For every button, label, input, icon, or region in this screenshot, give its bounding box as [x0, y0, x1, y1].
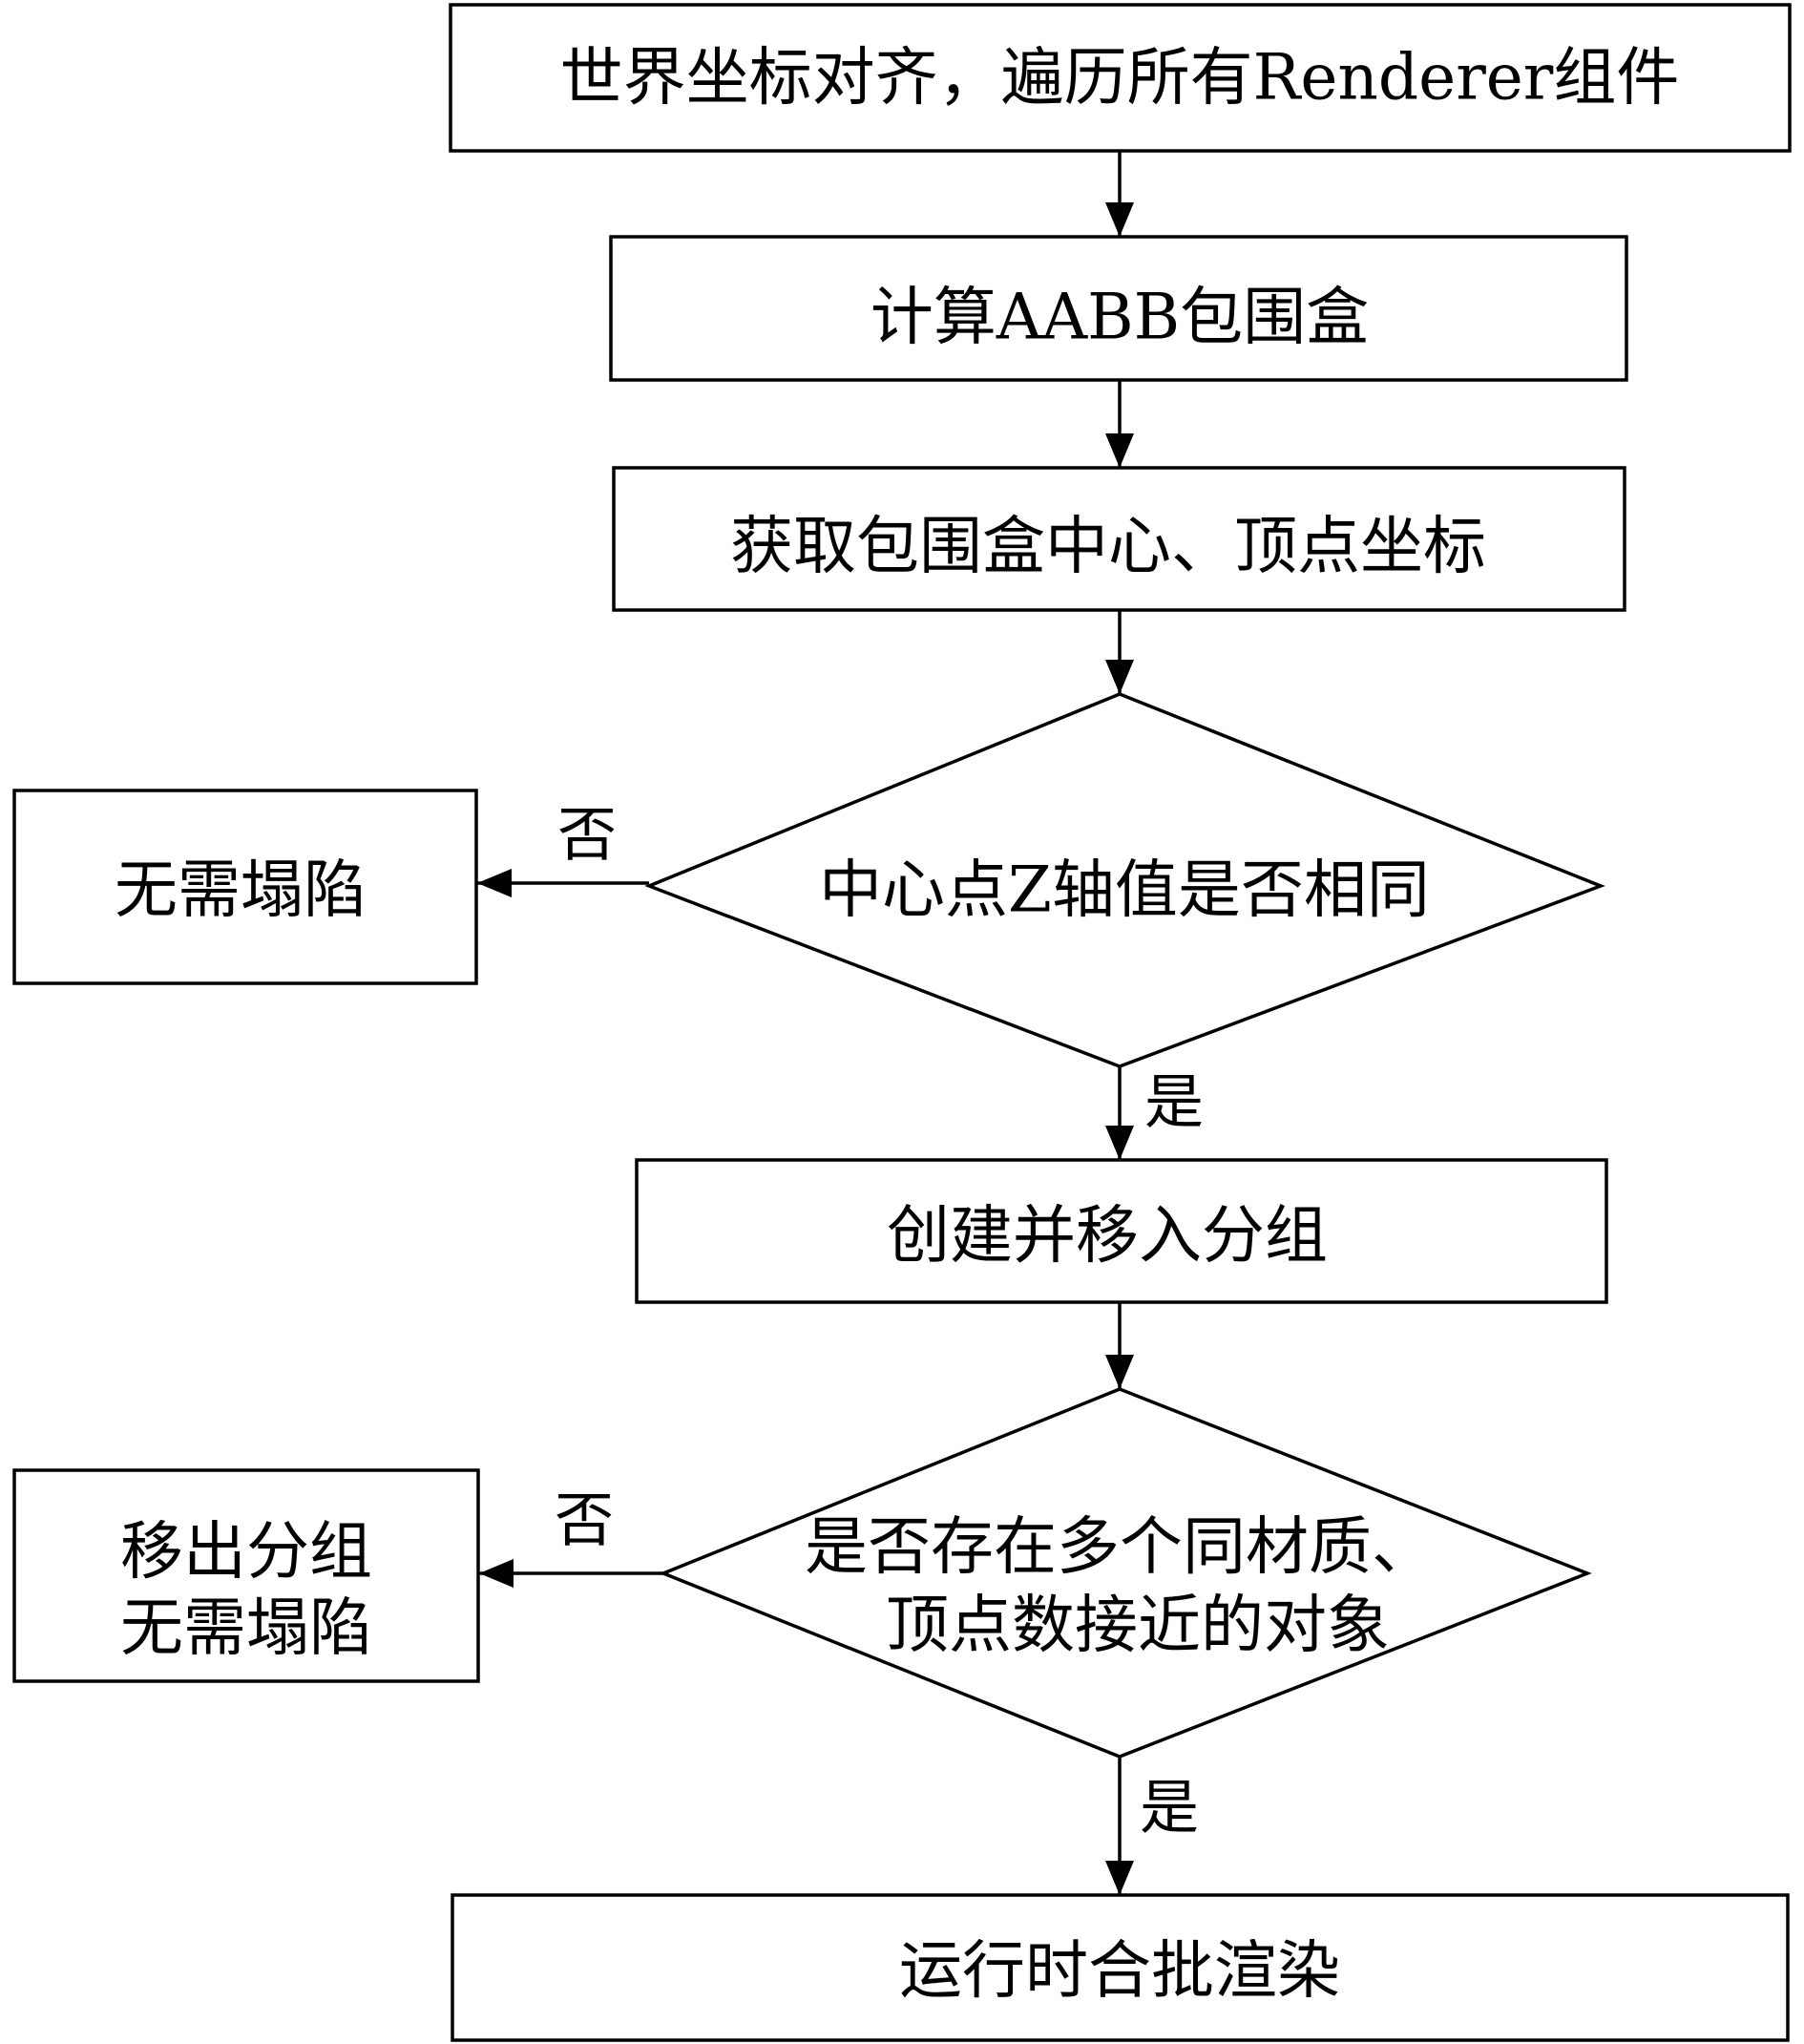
step4-label: 创建并移入分组 [887, 1199, 1328, 1273]
arrowhead-decision1-no [477, 869, 512, 897]
no-collapse-box-1: 无需塌陷 [12, 789, 478, 985]
arrowhead-decision1-yes [1105, 1126, 1134, 1160]
step3-label: 获取包围盒中心、顶点坐标 [730, 510, 1486, 583]
decision1-no-label: 否 [557, 800, 617, 870]
step2-label: 计算AABB包围盒 [871, 281, 1369, 354]
step1-label: 世界坐标对齐，遍历所有Renderer组件 [560, 41, 1680, 115]
no-collapse-2-label-line2: 无需塌陷 [120, 1591, 372, 1665]
step2-box: 计算AABB包围盒 [609, 235, 1628, 382]
arrowhead-step2-step3 [1105, 433, 1134, 468]
step5-box: 运行时合批渲染 [451, 1893, 1790, 2042]
decision1-diamond: 中心点Z轴值是否相同 [644, 692, 1605, 1068]
no-collapse-box-2: 移出分组 无需塌陷 [12, 1468, 480, 1683]
decision2-label-line2: 顶点数接近的对象 [886, 1589, 1390, 1662]
step1-box: 世界坐标对齐，遍历所有Renderer组件 [449, 3, 1792, 153]
arrowhead-decision2-yes [1105, 1861, 1134, 1895]
decision1-yes-label: 是 [1144, 1067, 1204, 1137]
step4-box: 创建并移入分组 [635, 1158, 1608, 1304]
arrowhead-step1-step2 [1105, 202, 1134, 237]
decision2-yes-label: 是 [1140, 1773, 1199, 1843]
no-collapse-1-label: 无需塌陷 [115, 853, 367, 927]
arrowhead-decision2-no [479, 1559, 514, 1588]
decision2-label-line1: 是否存在多个同材质、 [805, 1510, 1435, 1584]
step3-box: 获取包围盒中心、顶点坐标 [612, 466, 1626, 612]
decision1-label: 中心点Z轴值是否相同 [819, 853, 1430, 927]
decision2-no-label: 否 [555, 1486, 614, 1555]
arrowhead-step3-decision1 [1105, 660, 1134, 694]
no-collapse-2-label-line1: 移出分组 [120, 1515, 372, 1589]
decision2-diamond: 是否存在多个同材质、 顶点数接近的对象 [659, 1387, 1592, 1759]
arrowhead-step4-decision2 [1105, 1355, 1134, 1389]
step5-label: 运行时合批渲染 [899, 1934, 1340, 2008]
